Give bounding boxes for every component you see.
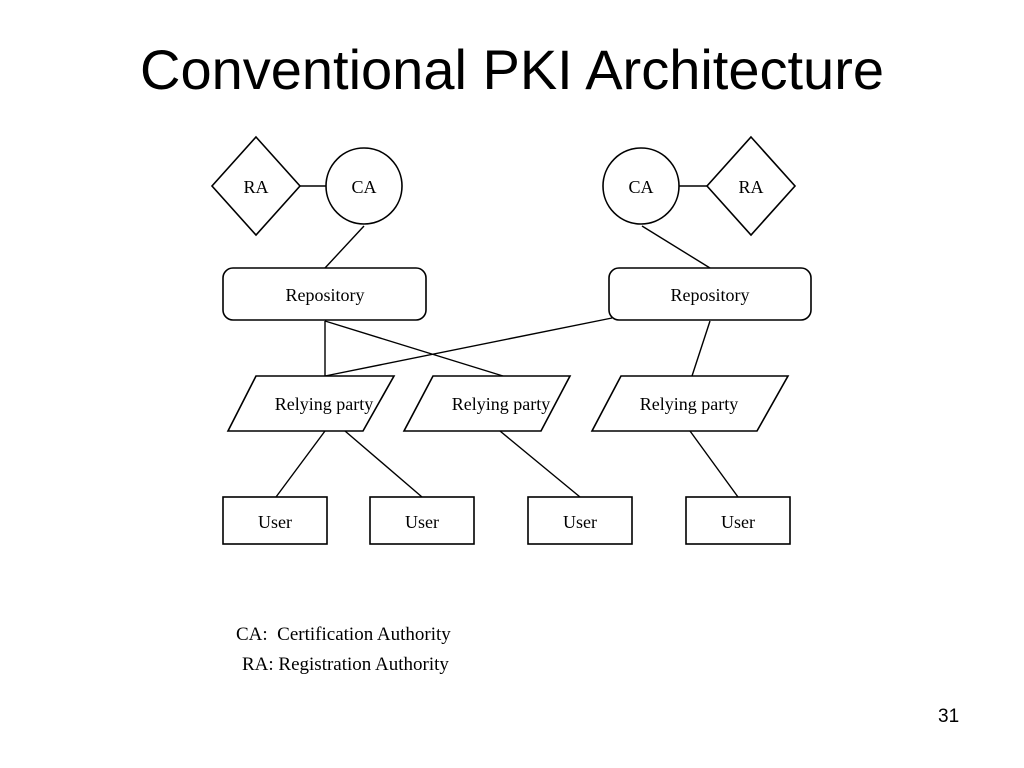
connector-relying-party-1-user-1 xyxy=(275,430,326,498)
relying-party-1: Relying party xyxy=(226,375,396,432)
connector-ca-left-repository-left xyxy=(324,225,365,269)
user-3: User xyxy=(527,496,633,545)
legend-ra: RA: Registration Authority xyxy=(242,654,449,675)
page-number: 31 xyxy=(938,706,960,727)
relying-party-label: Relying party xyxy=(452,394,550,414)
user-label: User xyxy=(258,512,292,532)
relying-party-3: Relying party xyxy=(590,375,790,432)
connector-repository-right-relying-party-1 xyxy=(324,317,613,377)
user-label: User xyxy=(563,512,597,532)
relying-party-2: Relying party xyxy=(402,375,572,432)
ca-label: CA xyxy=(351,177,376,197)
connector-repository-left-relying-party-2 xyxy=(324,320,504,377)
user-label: User xyxy=(721,512,755,532)
connector-repository-right-relying-party-3 xyxy=(691,320,711,377)
connector-relying-party-2-user-3 xyxy=(499,430,581,498)
connector-relying-party-1-user-2 xyxy=(344,430,423,498)
repository-label: Repository xyxy=(286,285,365,305)
ca-label: CA xyxy=(628,177,653,197)
relying-party-label: Relying party xyxy=(640,394,738,414)
slide-title: Conventional PKI Architecture xyxy=(140,38,884,101)
user-2: User xyxy=(369,496,475,545)
connectors xyxy=(275,185,739,498)
ra-label: RA xyxy=(738,177,763,197)
repository-label: Repository xyxy=(671,285,750,305)
legend-ca: CA: Certification Authority xyxy=(236,624,451,645)
repository-left: Repository xyxy=(222,267,427,321)
connector-ca-right-repository-right xyxy=(641,225,711,269)
connector-relying-party-3-user-4 xyxy=(689,430,739,498)
legend: CA: Certification Authority RA: Registra… xyxy=(236,620,451,680)
repository-right: Repository xyxy=(608,267,812,321)
user-1: User xyxy=(222,496,328,545)
ca-node-right: CA xyxy=(602,147,680,225)
ra-node-right: RA xyxy=(705,135,797,237)
user-4: User xyxy=(685,496,791,545)
ra-node-left: RA xyxy=(210,135,302,237)
user-label: User xyxy=(405,512,439,532)
ca-node-left: CA xyxy=(325,147,403,225)
ra-label: RA xyxy=(243,177,268,197)
relying-party-label: Relying party xyxy=(275,394,373,414)
